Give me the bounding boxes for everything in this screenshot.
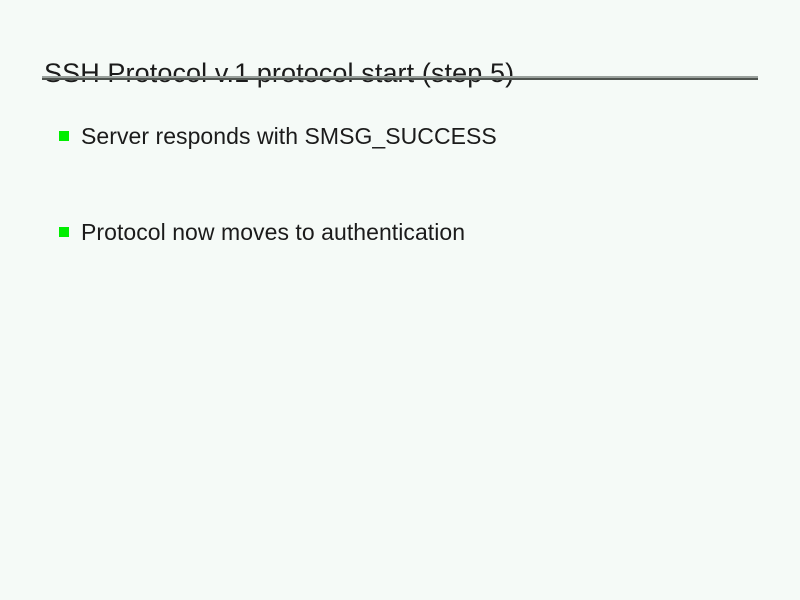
- title-divider-rule: [42, 76, 758, 80]
- bullet-item-label: Server responds with SMSG_SUCCESS: [81, 123, 497, 149]
- green-square-bullet-icon: [59, 227, 69, 237]
- list-item: Protocol now moves to authentication: [59, 218, 759, 246]
- slide-title: SSH Protocol v.1 protocol start (step 5): [44, 58, 515, 89]
- bullet-item-label: Protocol now moves to authentication: [81, 219, 466, 245]
- list-item: Server responds with SMSG_SUCCESS: [59, 122, 759, 150]
- bullet-list: Server responds with SMSG_SUCCESS Protoc…: [59, 122, 759, 246]
- green-square-bullet-icon: [59, 131, 69, 141]
